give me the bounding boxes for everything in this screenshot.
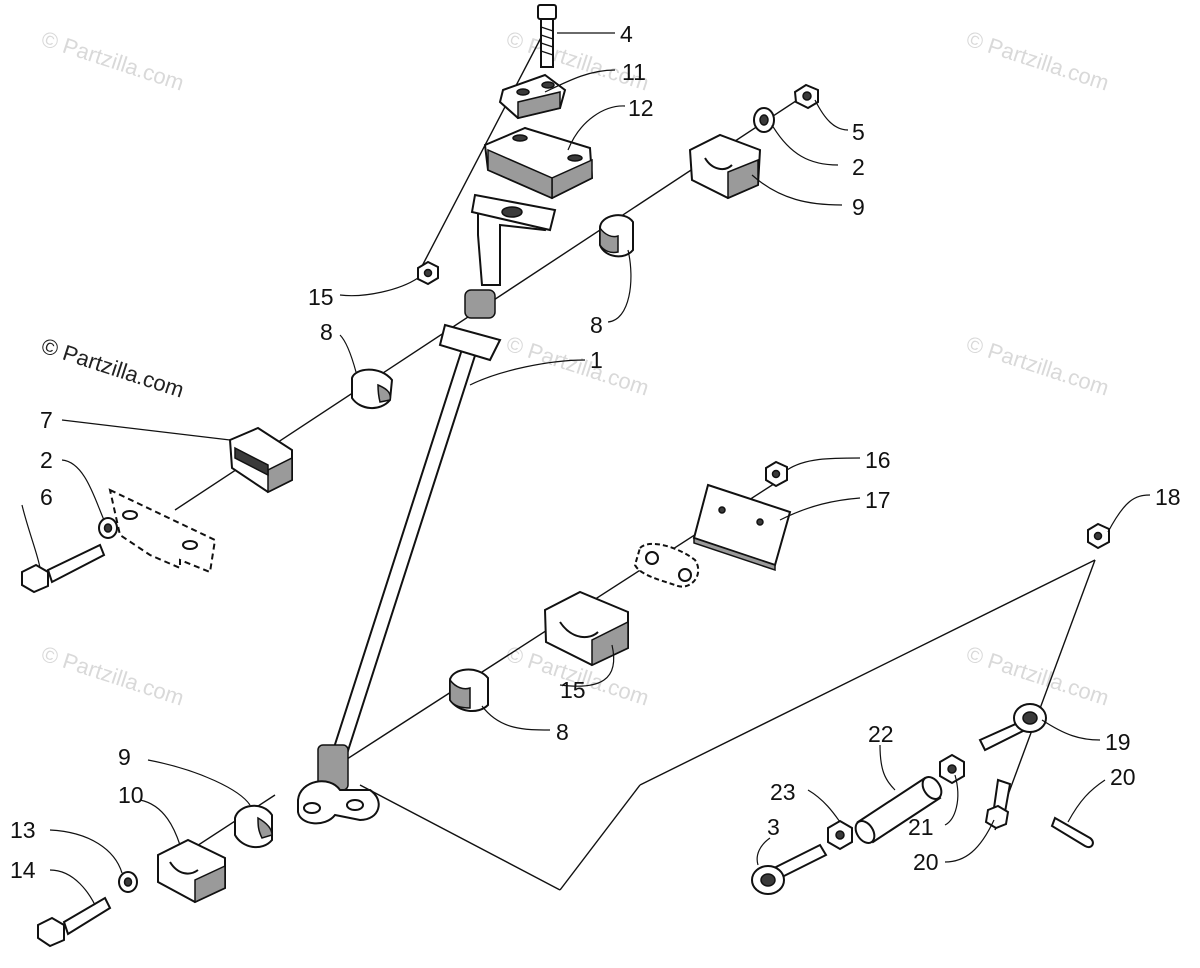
callout-19: 20 xyxy=(1110,764,1136,790)
steering-post xyxy=(297,193,557,825)
block-9-upper xyxy=(688,133,762,200)
nut-23 xyxy=(827,819,853,851)
callout-6: 6 xyxy=(40,484,53,510)
block-7 xyxy=(228,426,293,494)
frame-bracket-left xyxy=(108,488,217,574)
watermark-8: © Partzilla.com xyxy=(963,641,1112,711)
callout-3: 3 xyxy=(767,814,780,840)
callout-9-lower: 10 xyxy=(118,782,144,808)
plate-16 xyxy=(692,483,792,572)
leader-lines xyxy=(21,32,1151,906)
callout-20: 20 xyxy=(913,849,939,875)
callout-15-center: 16 xyxy=(865,447,891,473)
bolt-4 xyxy=(537,4,557,68)
callout-2-upper: 2 xyxy=(852,154,865,180)
callout-8-left: 8 xyxy=(320,319,333,345)
callout-18: 19 xyxy=(1105,729,1131,755)
cap-10 xyxy=(498,73,567,120)
bushing-8-center xyxy=(449,668,489,712)
callout-10: 11 xyxy=(622,59,646,85)
callout-2-left: 2 xyxy=(40,447,53,473)
callout-labels: 4 11 12 5 2 9 15 8 8 1 7 2 6 16 17 18 15… xyxy=(10,21,1181,883)
nut-15-upper xyxy=(417,260,439,286)
bolt-20 xyxy=(984,778,1012,830)
washer-2-left xyxy=(98,517,118,539)
tie-rod-end-18 xyxy=(978,703,1047,752)
cotter-pin-19 xyxy=(1050,816,1094,848)
block-14 xyxy=(543,590,629,667)
bolt-6 xyxy=(21,543,106,594)
bolt-13 xyxy=(37,896,112,948)
nut-21 xyxy=(939,753,965,785)
callout-17: 18 xyxy=(1155,484,1181,510)
callout-8-center: 8 xyxy=(556,719,569,745)
bushing-8-upper xyxy=(599,214,634,258)
nut-17 xyxy=(1087,522,1110,550)
watermark-1: © Partzilla.com xyxy=(38,26,187,96)
bushing-8-left xyxy=(351,368,394,409)
watermark-5: © Partzilla.com xyxy=(963,331,1112,401)
washer-2-upper xyxy=(753,107,775,133)
nut-5 xyxy=(793,83,819,110)
block-11 xyxy=(483,126,594,200)
callout-8-lower: 9 xyxy=(118,744,131,770)
watermark-4: © Partzilla.com xyxy=(503,331,652,401)
callout-13: 14 xyxy=(10,857,36,883)
callout-1: 1 xyxy=(590,347,603,373)
callout-23: 23 xyxy=(770,779,796,805)
callout-7: 7 xyxy=(40,407,53,433)
block-9-lower xyxy=(157,838,226,904)
callout-21: 21 xyxy=(908,814,934,840)
callout-5: 5 xyxy=(852,119,865,145)
callout-4: 4 xyxy=(620,21,633,47)
callout-12: 13 xyxy=(10,817,36,843)
callout-14: 15 xyxy=(560,677,586,703)
callout-22: 22 xyxy=(868,721,894,747)
callout-11: 12 xyxy=(628,95,654,121)
nut-15-center xyxy=(765,460,788,488)
callout-15-upper: 15 xyxy=(308,284,334,310)
sleeve-22 xyxy=(854,776,943,844)
watermark-6: © Partzilla.com xyxy=(38,641,187,711)
watermark-3: © Partzilla.com xyxy=(963,26,1112,96)
callout-16: 17 xyxy=(865,487,891,513)
tie-rod-end-3 xyxy=(751,843,828,895)
callout-8-upper: 8 xyxy=(590,312,603,338)
bushing-8-lower xyxy=(234,804,273,849)
watermark-main: © Partzilla.com xyxy=(38,333,187,403)
washer-12 xyxy=(118,871,138,893)
callout-9-upper: 9 xyxy=(852,194,865,220)
gasket-link xyxy=(633,543,700,588)
